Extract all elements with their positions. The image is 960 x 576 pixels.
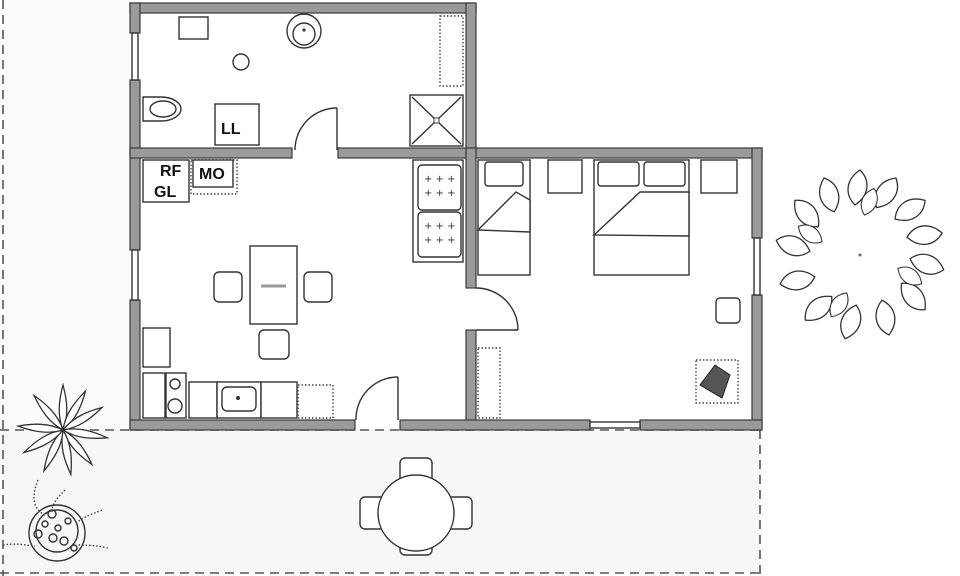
windows xyxy=(131,32,761,429)
nightstand xyxy=(547,159,583,194)
glass-cabinet-label: GL xyxy=(154,184,176,201)
washbasin xyxy=(286,13,322,49)
stool xyxy=(232,53,250,71)
svg-text:+ + +: + + + xyxy=(424,235,456,246)
living-kitchen: RF GL MO + + + + + + + + + + + + xyxy=(142,159,464,419)
shower xyxy=(409,94,464,147)
stove xyxy=(165,372,187,419)
chair xyxy=(258,329,290,360)
cabinet xyxy=(178,16,209,40)
microwave xyxy=(192,159,234,188)
wardrobe xyxy=(477,347,501,419)
counter xyxy=(142,372,166,419)
counter xyxy=(188,381,218,419)
laundry-label: LL xyxy=(221,121,241,138)
property-boundary xyxy=(0,0,761,576)
double-bed xyxy=(592,159,690,276)
cabinet xyxy=(297,384,334,419)
nightstand xyxy=(700,159,738,194)
towel-rack xyxy=(439,15,464,87)
svg-text:+ + +: + + + xyxy=(424,188,456,199)
toilet xyxy=(142,96,182,122)
bedroom xyxy=(476,159,741,419)
sofa: + + + + + + + + + + + + xyxy=(412,159,464,263)
terrace-dining-set xyxy=(359,457,473,556)
svg-text:+ + +: + + + xyxy=(424,174,456,185)
agave-plant xyxy=(15,382,110,477)
single-bed xyxy=(476,159,531,276)
svg-text:+ + +: + + + xyxy=(424,221,456,232)
washing-machine xyxy=(214,103,260,146)
refrigerator-label: RF xyxy=(160,163,182,180)
cabinet xyxy=(142,327,171,368)
refrigerator xyxy=(142,159,190,203)
bedroom-door[interactable] xyxy=(475,287,519,331)
entrance-door[interactable] xyxy=(355,376,399,421)
chair xyxy=(303,271,333,303)
bathroom: LL xyxy=(142,13,464,147)
chair xyxy=(715,297,741,324)
bathroom-door[interactable] xyxy=(294,107,338,151)
counter xyxy=(260,381,298,419)
side-yard xyxy=(3,0,130,430)
microwave-label: MO xyxy=(199,166,225,183)
tree xyxy=(775,169,945,340)
dining-table xyxy=(249,245,298,325)
chair xyxy=(213,271,243,303)
kitchen-sink xyxy=(216,381,262,419)
flower-pot-plant xyxy=(2,479,109,562)
armchair xyxy=(695,359,739,404)
